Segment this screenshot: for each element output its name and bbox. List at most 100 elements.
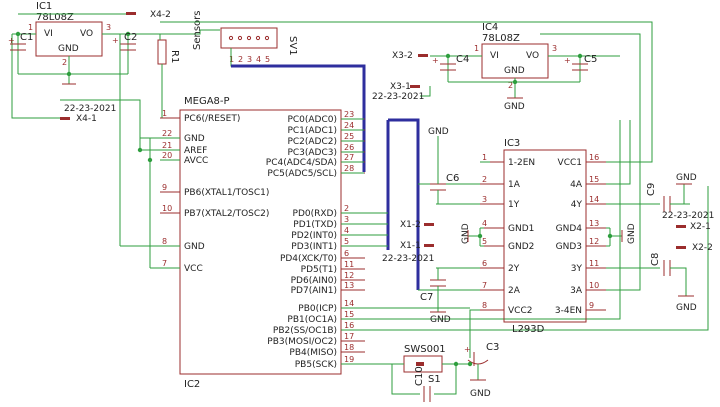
pin-number: 9: [162, 183, 167, 192]
gnd-c6: GND: [428, 127, 449, 137]
pin-number: 14: [589, 195, 599, 204]
ic1-pin1: 1: [28, 23, 33, 32]
pin-name: PD3(INT1): [291, 242, 337, 252]
ic1-pin3: 3: [106, 23, 111, 32]
pin-name: PD6(AIN0): [291, 276, 337, 286]
pin-number: 10: [162, 204, 172, 213]
c3-label: C3: [486, 342, 499, 353]
c8-label: C8: [650, 253, 661, 266]
pin-number: 15: [344, 310, 354, 319]
conn-d-label: 22-23-2021: [662, 211, 714, 221]
pin-name: PC3(ADC3): [287, 148, 337, 158]
c10-label: C10: [414, 366, 425, 386]
pin-number: 10: [589, 281, 599, 290]
conn-b-label: 22-23-2021: [372, 92, 424, 102]
pin-name: PB6(XTAL1/TOSC1): [184, 188, 269, 198]
pin-number: 2: [344, 204, 349, 213]
net-x1-2: X1-2: [400, 220, 421, 230]
ic3-part: L293D: [512, 324, 545, 335]
svg-text:+: +: [432, 56, 439, 65]
pin-number: 1: [162, 109, 167, 118]
pin-name: PC4(ADC4/SDA): [266, 158, 337, 168]
c7-label: C7: [420, 292, 433, 303]
pin-name: GND: [184, 134, 205, 144]
ic2-microcontroller: MEGA8-P IC2 1PC6(/RESET)22GND21AREF20AVC…: [160, 96, 365, 390]
ic1-regulator: IC1 78L08Z VI VO GND 1 3 2: [28, 1, 111, 67]
pin-name: 4A: [570, 180, 583, 190]
pin-number: 6: [344, 249, 349, 258]
pin-name: 1Y: [508, 200, 520, 210]
pin-name: 1A: [508, 180, 521, 190]
pin-name: VCC2: [508, 306, 532, 316]
pin-number: 3: [344, 215, 349, 224]
c1-label: C1: [20, 32, 33, 43]
ic3-ref: IC3: [504, 138, 520, 149]
c6-capacitor: C6: [430, 173, 459, 191]
conn-c-label: 22-23-2021: [382, 254, 434, 264]
c9-capacitor: C9: [646, 183, 671, 212]
pin-name: GND3: [556, 242, 582, 252]
pin-number: 13: [344, 281, 354, 290]
pin-number: 20: [162, 151, 172, 160]
sv1-body: [220, 27, 278, 49]
ic4-gnd-label: GND: [504, 66, 525, 76]
ic3-motor-driver: IC3 L293D 11-2EN21A31Y4GND15GND262Y72A8V…: [480, 138, 606, 335]
pin-number: 4: [344, 226, 349, 235]
pin-name: PC5(ADC5/SCL): [267, 169, 337, 179]
svg-text:2: 2: [238, 55, 243, 64]
ic4-vo-label: VO: [526, 51, 539, 61]
c6-label: C6: [446, 173, 459, 184]
pin-name: AVCC: [184, 156, 208, 166]
c2-label: C2: [124, 32, 137, 43]
pin-number: 7: [482, 281, 487, 290]
net-x3-2: X3-2: [392, 51, 413, 61]
pin-number: 2: [482, 175, 487, 184]
gnd-c9: GND: [676, 173, 697, 183]
c2-capacitor: C2 +: [112, 32, 137, 51]
pin-number: 26: [344, 143, 354, 152]
net-x4-1: X4-1: [76, 114, 97, 124]
pin-number: 28: [344, 164, 354, 173]
pin-name: 3-4EN: [555, 306, 582, 316]
gnd-ic3-left: GND: [461, 223, 471, 244]
pin-number: 18: [344, 343, 354, 352]
pin-name: 4Y: [571, 200, 583, 210]
pin-number: 22: [162, 129, 172, 138]
pin-name: PC1(ADC1): [287, 126, 337, 136]
pin-name: VCC: [184, 264, 203, 274]
gnd-ic3-right: GND: [627, 223, 637, 244]
ic1-ref: IC1: [36, 1, 52, 12]
pin-number: 5: [482, 237, 487, 246]
pin-name: PB3(MOSI/OC2): [267, 337, 337, 347]
c5-capacitor: C5 +: [564, 54, 597, 71]
pin-number: 4: [482, 219, 487, 228]
pin-number: 1: [482, 153, 487, 162]
pin-number: 8: [482, 301, 487, 310]
pin-name: GND1: [508, 224, 534, 234]
ic1-pin2: 2: [62, 58, 67, 67]
ic2-ref: IC2: [184, 379, 200, 390]
ic1-vo-label: VO: [80, 29, 93, 39]
net-x4-2: X4-2: [150, 10, 171, 20]
pin-name: PD5(T1): [301, 265, 337, 275]
pin-name: PB0(ICP): [298, 304, 337, 314]
net-x2-1: X2-1: [690, 222, 711, 232]
pin-number: 16: [589, 153, 599, 162]
ic4-pin3: 3: [552, 44, 557, 53]
pin-number: 6: [482, 259, 487, 268]
conn-a-label: 22-23-2021: [64, 104, 116, 114]
gnd-c3: GND: [470, 389, 491, 399]
net-x2-2: X2-2: [692, 243, 713, 253]
svg-text:+: +: [112, 36, 119, 45]
pin-number: 7: [162, 259, 167, 268]
ic4-pin2: 2: [508, 81, 513, 90]
pin-name: PB7(XTAL2/TOSC2): [184, 209, 269, 219]
pin-name: PB1(OC1A): [287, 315, 337, 325]
pin-name: GND4: [556, 224, 583, 234]
gnd-c7: GND: [430, 315, 451, 325]
pin-number: 9: [589, 301, 594, 310]
ic4-vi-label: VI: [490, 51, 499, 61]
gnd-ic4: GND: [504, 102, 525, 112]
pin-number: 25: [344, 132, 354, 141]
